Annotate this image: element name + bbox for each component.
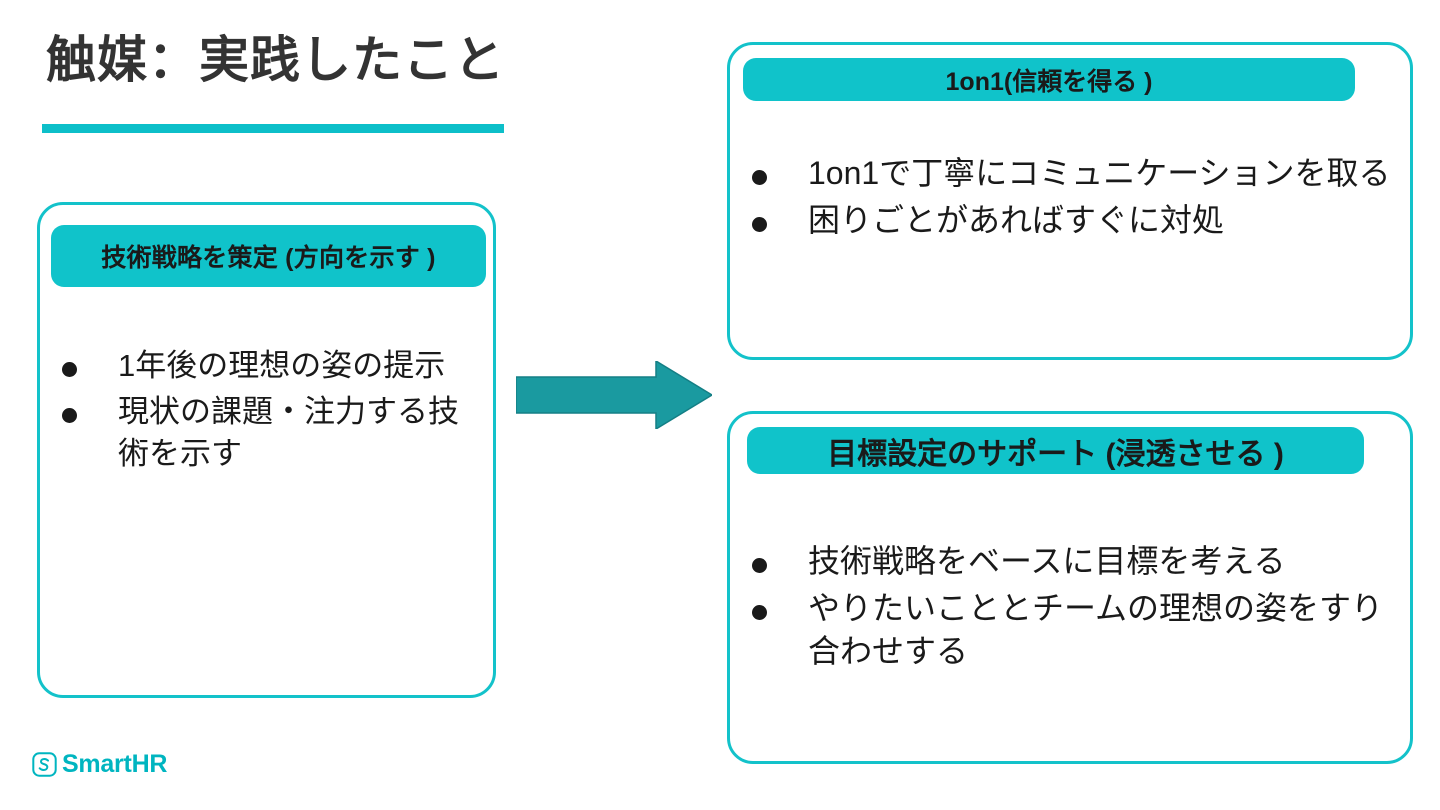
- bullet-text: 技術戦略をベースに目標を考える: [808, 543, 1286, 579]
- list-item: 現状の課題・注力する技術を示す: [62, 391, 472, 475]
- arrow-right-icon: [515, 359, 714, 431]
- card-goal-setting-support: 目標設定のサポート (浸透させる ): [727, 411, 1413, 764]
- bullet-text: やりたいこととチームの理想の姿をすり合わせする: [808, 590, 1384, 670]
- list-item: 1年後の理想の姿の提示: [62, 345, 472, 387]
- bullet-dot-icon: [752, 152, 808, 185]
- slide-title: 触媒：実践したこと: [46, 32, 505, 88]
- bullet-list-bottom-right: 技術戦略をベースに目標を考える やりたいこととチームの理想の姿をすり合わせする: [752, 540, 1402, 678]
- bullet-list-left: 1年後の理想の姿の提示 現状の課題・注力する技術を示す: [62, 345, 472, 479]
- bullet-text: 困りごとがあればすぐに対処: [808, 202, 1225, 239]
- bullet-dot-icon: [752, 587, 808, 620]
- list-item: やりたいこととチームの理想の姿をすり合わせする: [752, 587, 1402, 673]
- smarthr-logo: SmartHR: [32, 752, 167, 777]
- bullet-list-top-right: 1on1で丁寧にコミュニケーションを取る 困りごとがあればすぐに対処: [752, 152, 1402, 246]
- bullet-dot-icon: [62, 391, 118, 423]
- bullet-text: 1年後の理想の姿の提示: [118, 348, 446, 383]
- card-header-pill-left: 技術戦略を策定 (方向を示す ): [51, 225, 486, 287]
- card-header-pill-bottom-right: 目標設定のサポート (浸透させる ): [747, 427, 1364, 474]
- list-item: 困りごとがあればすぐに対処: [752, 199, 1402, 242]
- bullet-dot-icon: [752, 540, 808, 573]
- list-item: 1on1で丁寧にコミュニケーションを取る: [752, 152, 1402, 195]
- bullet-text: 現状の課題・注力する技術を示す: [118, 393, 459, 471]
- bullet-text: 1on1で丁寧にコミュニケーションを取る: [808, 155, 1391, 191]
- smarthr-s-mark-icon: [32, 752, 57, 777]
- card-technology-strategy: 技術戦略を策定 (方向を示す ): [37, 202, 496, 698]
- bullet-dot-icon: [62, 345, 118, 377]
- title-underline-rule: [42, 124, 504, 133]
- bullet-dot-icon: [752, 199, 808, 232]
- card-header-pill-top-right: 1on1(信頼を得る ): [743, 58, 1355, 101]
- list-item: 技術戦略をベースに目標を考える: [752, 540, 1402, 583]
- smarthr-logo-text: SmartHR: [62, 750, 168, 778]
- card-one-on-one: 1on1(信頼を得る ): [727, 42, 1413, 360]
